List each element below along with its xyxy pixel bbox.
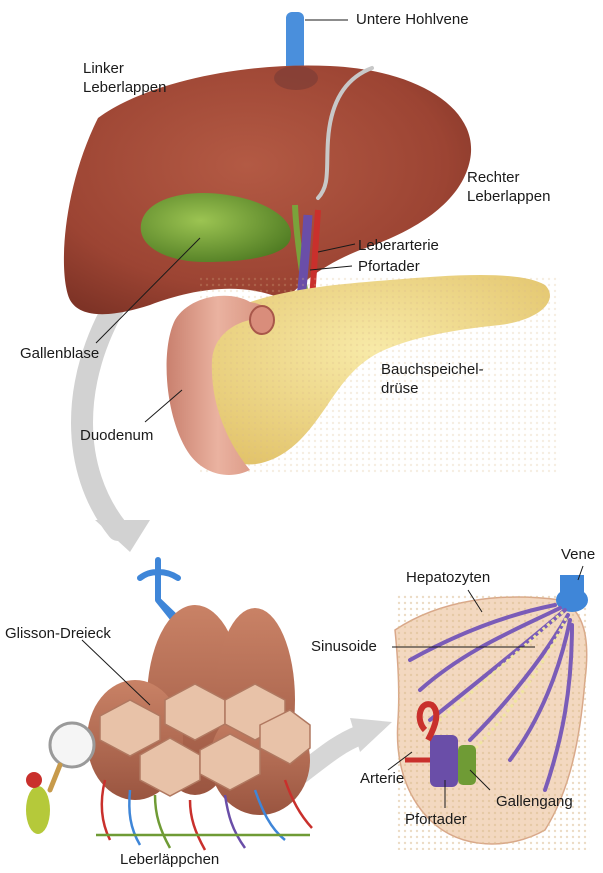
mascot-figure bbox=[26, 723, 94, 834]
label-gallenblase: Gallenblase bbox=[20, 344, 99, 363]
label-duodenum: Duodenum bbox=[80, 426, 153, 445]
label-hepatozyten: Hepatozyten bbox=[406, 568, 490, 587]
label-leberlaeppchen: Leberläppchen bbox=[120, 850, 219, 869]
label-sinusoide: Sinusoide bbox=[311, 637, 377, 656]
label-bauchspeicheldruese: Bauchspeichel- drüse bbox=[381, 360, 484, 398]
label-gallengang: Gallengang bbox=[496, 792, 573, 811]
label-leberarterie: Leberarterie bbox=[358, 236, 439, 255]
label-linker-leberlappen: Linker Leberlappen bbox=[83, 59, 166, 97]
label-vene: Vene bbox=[561, 545, 595, 564]
label-glisson-dreieck: Glisson-Dreieck bbox=[5, 624, 111, 643]
label-pfortader-top: Pfortader bbox=[358, 257, 420, 276]
label-untere-hohlvene: Untere Hohlvene bbox=[356, 10, 469, 29]
label-pfortader-bottom: Pfortader bbox=[405, 810, 467, 829]
label-arterie: Arterie bbox=[360, 769, 404, 788]
duodenum-opening bbox=[250, 306, 274, 334]
label-rechter-leberlappen: Rechter Leberlappen bbox=[467, 168, 550, 206]
liver-lobules bbox=[87, 560, 312, 850]
